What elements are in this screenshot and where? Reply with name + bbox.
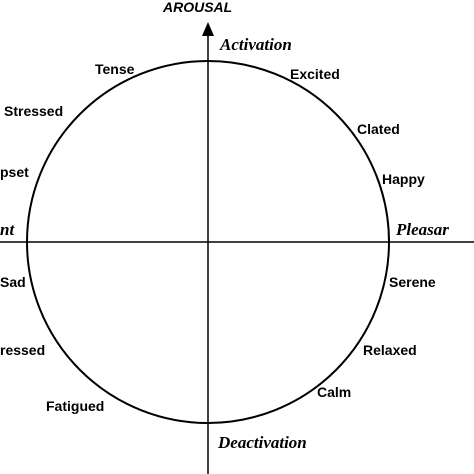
emotion-label-tense: Tense	[95, 61, 135, 77]
emotion-label-serene: Serene	[389, 274, 436, 290]
emotion-label-elated: Clated	[357, 121, 400, 137]
emotion-label-sad: Sad	[0, 274, 26, 290]
emotion-label-upset: pset	[0, 164, 29, 180]
unpleasant-label: nt	[0, 220, 15, 239]
emotion-label-happy: Happy	[382, 171, 425, 187]
emotion-label-depressed: ressed	[0, 342, 45, 358]
vertical-axis-arrowhead	[202, 22, 214, 36]
emotion-label-stressed: Stressed	[4, 103, 63, 119]
emotion-label-relaxed: Relaxed	[363, 342, 417, 358]
pleasant-label: Pleasar	[395, 220, 449, 239]
deactivation-label: Deactivation	[217, 433, 307, 452]
emotion-label-excited: Excited	[290, 66, 340, 82]
emotion-label-fatigued: Fatigued	[46, 398, 104, 414]
arousal-label: AROUSAL	[162, 0, 232, 15]
activation-label: Activation	[219, 35, 292, 54]
emotion-label-calm: Calm	[317, 384, 351, 400]
